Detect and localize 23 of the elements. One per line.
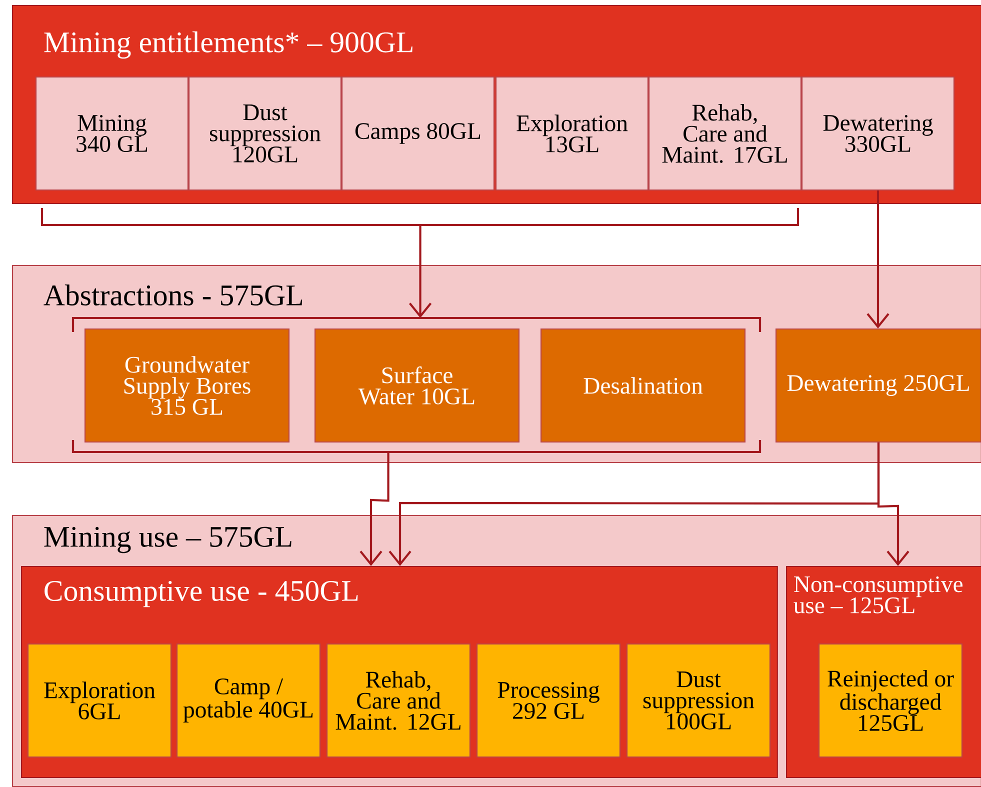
category-box: Camps 80GL [341, 76, 495, 191]
arrow [877, 442, 910, 566]
source-box: Groundwater Supply Bores 315 GL [84, 328, 290, 443]
bracket [40, 208, 800, 226]
arrow [866, 190, 890, 328]
source-box: Surface Water 10GL [314, 328, 520, 443]
category-box: Dewatering 330GL [802, 76, 955, 191]
arrow [408, 226, 432, 318]
bracket [72, 316, 762, 332]
category-box: Mining 340 GL [36, 76, 189, 191]
use-box: Processing 292 GL [476, 643, 621, 758]
bracket [72, 440, 762, 454]
use-box: Dust suppression 100GL [626, 643, 771, 758]
source-box: Desalination [540, 328, 746, 443]
use-box: Camp / potable 40GL [176, 643, 321, 758]
use-box: Exploration 6GL [28, 643, 172, 758]
category-box: Rehab, Care and Maint. 17GL [648, 76, 802, 191]
source-box: Dewatering 250GL [776, 328, 981, 443]
category-box: Exploration 13GL [496, 76, 649, 191]
arrow [360, 452, 390, 566]
category-box: Dust suppression 120GL [188, 76, 342, 191]
use-box: Rehab, Care and Maint. 12GL [326, 643, 471, 758]
use-box: Reinjected or discharged 125GL [818, 643, 963, 758]
